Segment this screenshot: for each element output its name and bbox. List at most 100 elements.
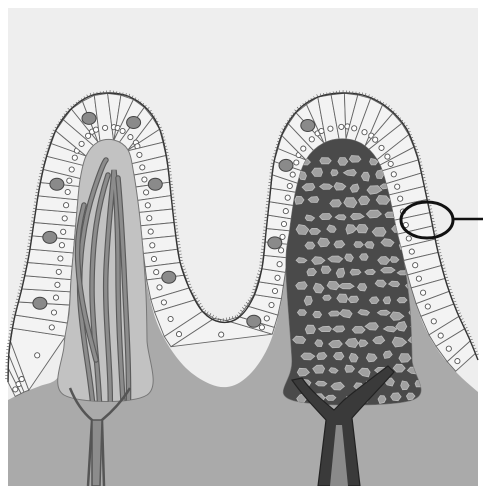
- cell-nucleus: [219, 332, 224, 337]
- goblet-cell: [301, 120, 315, 132]
- cell-nucleus: [120, 128, 125, 133]
- cell-nucleus: [328, 126, 333, 131]
- cell-nucleus: [301, 146, 306, 151]
- cell-nucleus: [86, 133, 91, 138]
- capillary-gap: [349, 156, 361, 163]
- cell-nucleus: [62, 216, 67, 221]
- capillary-gap: [339, 283, 355, 288]
- cell-nucleus: [269, 302, 274, 307]
- cell-nucleus: [421, 290, 426, 295]
- cell-nucleus: [161, 300, 166, 305]
- cell-nucleus: [388, 161, 393, 166]
- cell-nucleus: [431, 319, 436, 324]
- capillary-gap: [313, 311, 322, 317]
- cell-nucleus: [61, 229, 66, 234]
- capillary-gap: [356, 225, 368, 233]
- cell-nucleus: [65, 189, 70, 194]
- cell-nucleus: [147, 216, 152, 221]
- cell-nucleus: [55, 282, 60, 287]
- capillary-gap: [305, 325, 315, 334]
- cell-nucleus: [425, 304, 430, 309]
- cell-nucleus: [373, 137, 378, 142]
- cell-nucleus: [64, 203, 69, 208]
- goblet-cell: [127, 117, 141, 129]
- lacteal-stalk: [92, 420, 102, 486]
- cell-nucleus: [79, 141, 84, 146]
- cell-nucleus: [72, 155, 77, 160]
- cell-nucleus: [409, 249, 414, 254]
- cell-nucleus: [103, 125, 108, 130]
- capillary-gap: [323, 295, 332, 300]
- goblet-cell: [33, 297, 47, 309]
- goblet-cell: [247, 315, 261, 327]
- cell-nucleus: [379, 145, 384, 150]
- cell-nucleus: [93, 127, 98, 132]
- cell-nucleus: [151, 256, 156, 261]
- capillary-gap: [397, 298, 407, 303]
- cell-nucleus: [58, 256, 63, 261]
- cell-nucleus: [59, 243, 64, 248]
- cell-nucleus: [281, 221, 286, 226]
- cell-nucleus: [362, 130, 367, 135]
- cell-nucleus: [259, 325, 264, 330]
- cell-nucleus: [277, 262, 282, 267]
- cell-nucleus: [294, 160, 299, 165]
- cell-nucleus: [395, 184, 400, 189]
- cell-nucleus: [176, 332, 181, 337]
- cell-nucleus: [309, 137, 314, 142]
- cell-nucleus: [438, 333, 443, 338]
- cell-nucleus: [416, 276, 421, 281]
- cell-nucleus: [137, 152, 142, 157]
- cell-nucleus: [49, 325, 54, 330]
- cell-nucleus: [35, 353, 40, 358]
- cell-nucleus: [391, 172, 396, 177]
- goblet-cell: [50, 178, 64, 190]
- goblet-cell: [279, 159, 293, 171]
- cell-nucleus: [13, 387, 18, 392]
- cell-nucleus: [128, 135, 133, 140]
- capillary-gap: [297, 310, 306, 316]
- cell-nucleus: [150, 243, 155, 248]
- cell-nucleus: [264, 316, 269, 321]
- cell-nucleus: [287, 183, 292, 188]
- capillary-gap: [320, 158, 331, 164]
- cell-nucleus: [413, 263, 418, 268]
- cell-nucleus: [406, 236, 411, 241]
- cell-nucleus: [140, 165, 145, 170]
- cell-nucleus: [352, 126, 357, 131]
- cell-nucleus: [56, 269, 61, 274]
- cell-nucleus: [285, 195, 290, 200]
- cell-nucleus: [398, 196, 403, 201]
- cell-nucleus: [144, 190, 149, 195]
- goblet-cell: [268, 237, 282, 249]
- cell-nucleus: [455, 359, 460, 364]
- capillary-gap: [320, 214, 332, 220]
- cell-nucleus: [145, 203, 150, 208]
- cell-nucleus: [148, 229, 153, 234]
- capillary-gap: [352, 327, 365, 334]
- goblet-cell: [82, 112, 96, 124]
- cell-nucleus: [279, 248, 284, 253]
- cell-nucleus: [275, 275, 280, 280]
- cell-nucleus: [272, 288, 277, 293]
- goblet-cell: [162, 271, 176, 283]
- cell-nucleus: [446, 346, 451, 351]
- cell-nucleus: [69, 167, 74, 172]
- capillary-gap: [305, 242, 315, 249]
- cell-nucleus: [67, 178, 72, 183]
- cell-nucleus: [283, 209, 288, 214]
- cell-nucleus: [280, 234, 285, 239]
- capillary-gap: [360, 254, 369, 261]
- cell-nucleus: [51, 310, 56, 315]
- capillary-gap: [318, 238, 330, 247]
- cell-nucleus: [168, 316, 173, 321]
- cell-nucleus: [385, 154, 390, 159]
- capillary-gap: [329, 311, 340, 316]
- cell-nucleus: [157, 285, 162, 290]
- goblet-cell: [43, 231, 57, 243]
- cell-nucleus: [142, 177, 147, 182]
- cell-nucleus: [290, 172, 295, 177]
- cell-nucleus: [53, 295, 58, 300]
- goblet-cell: [148, 178, 162, 190]
